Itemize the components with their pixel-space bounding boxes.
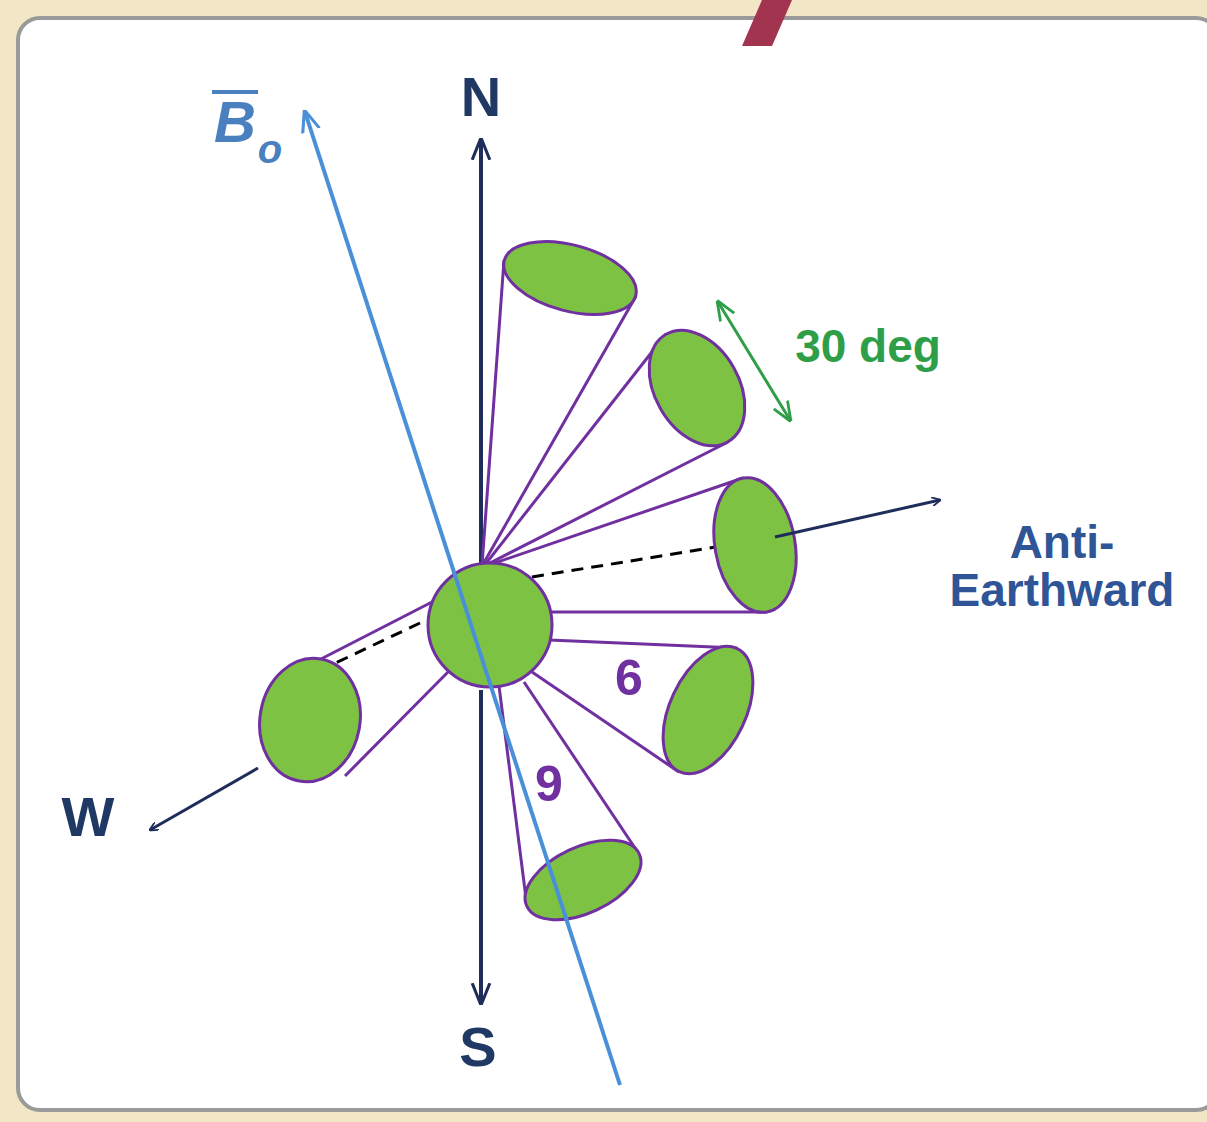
field-subscript: o	[258, 128, 282, 170]
direction-label: S	[459, 1018, 496, 1077]
angle-arrow	[718, 302, 790, 420]
direction-label: W	[62, 788, 115, 847]
south-arrow	[479, 690, 483, 1003]
anti-earthward-arrow	[775, 500, 940, 537]
field-symbol: B	[214, 92, 256, 153]
cone-lines	[321, 260, 767, 906]
angle-label: 30 deg	[793, 322, 943, 370]
callout-number: 6	[613, 652, 645, 705]
accent-slash	[742, 0, 792, 46]
west-arrow	[150, 768, 258, 830]
magnetic-field-line	[305, 112, 620, 1085]
spacecraft-body	[428, 563, 552, 687]
direction-label: N	[461, 68, 501, 127]
callout-number: 9	[533, 758, 565, 811]
panel	[18, 18, 1207, 1110]
direction-label: Anti- Earthward	[922, 518, 1202, 615]
cone-apertures	[250, 229, 806, 937]
